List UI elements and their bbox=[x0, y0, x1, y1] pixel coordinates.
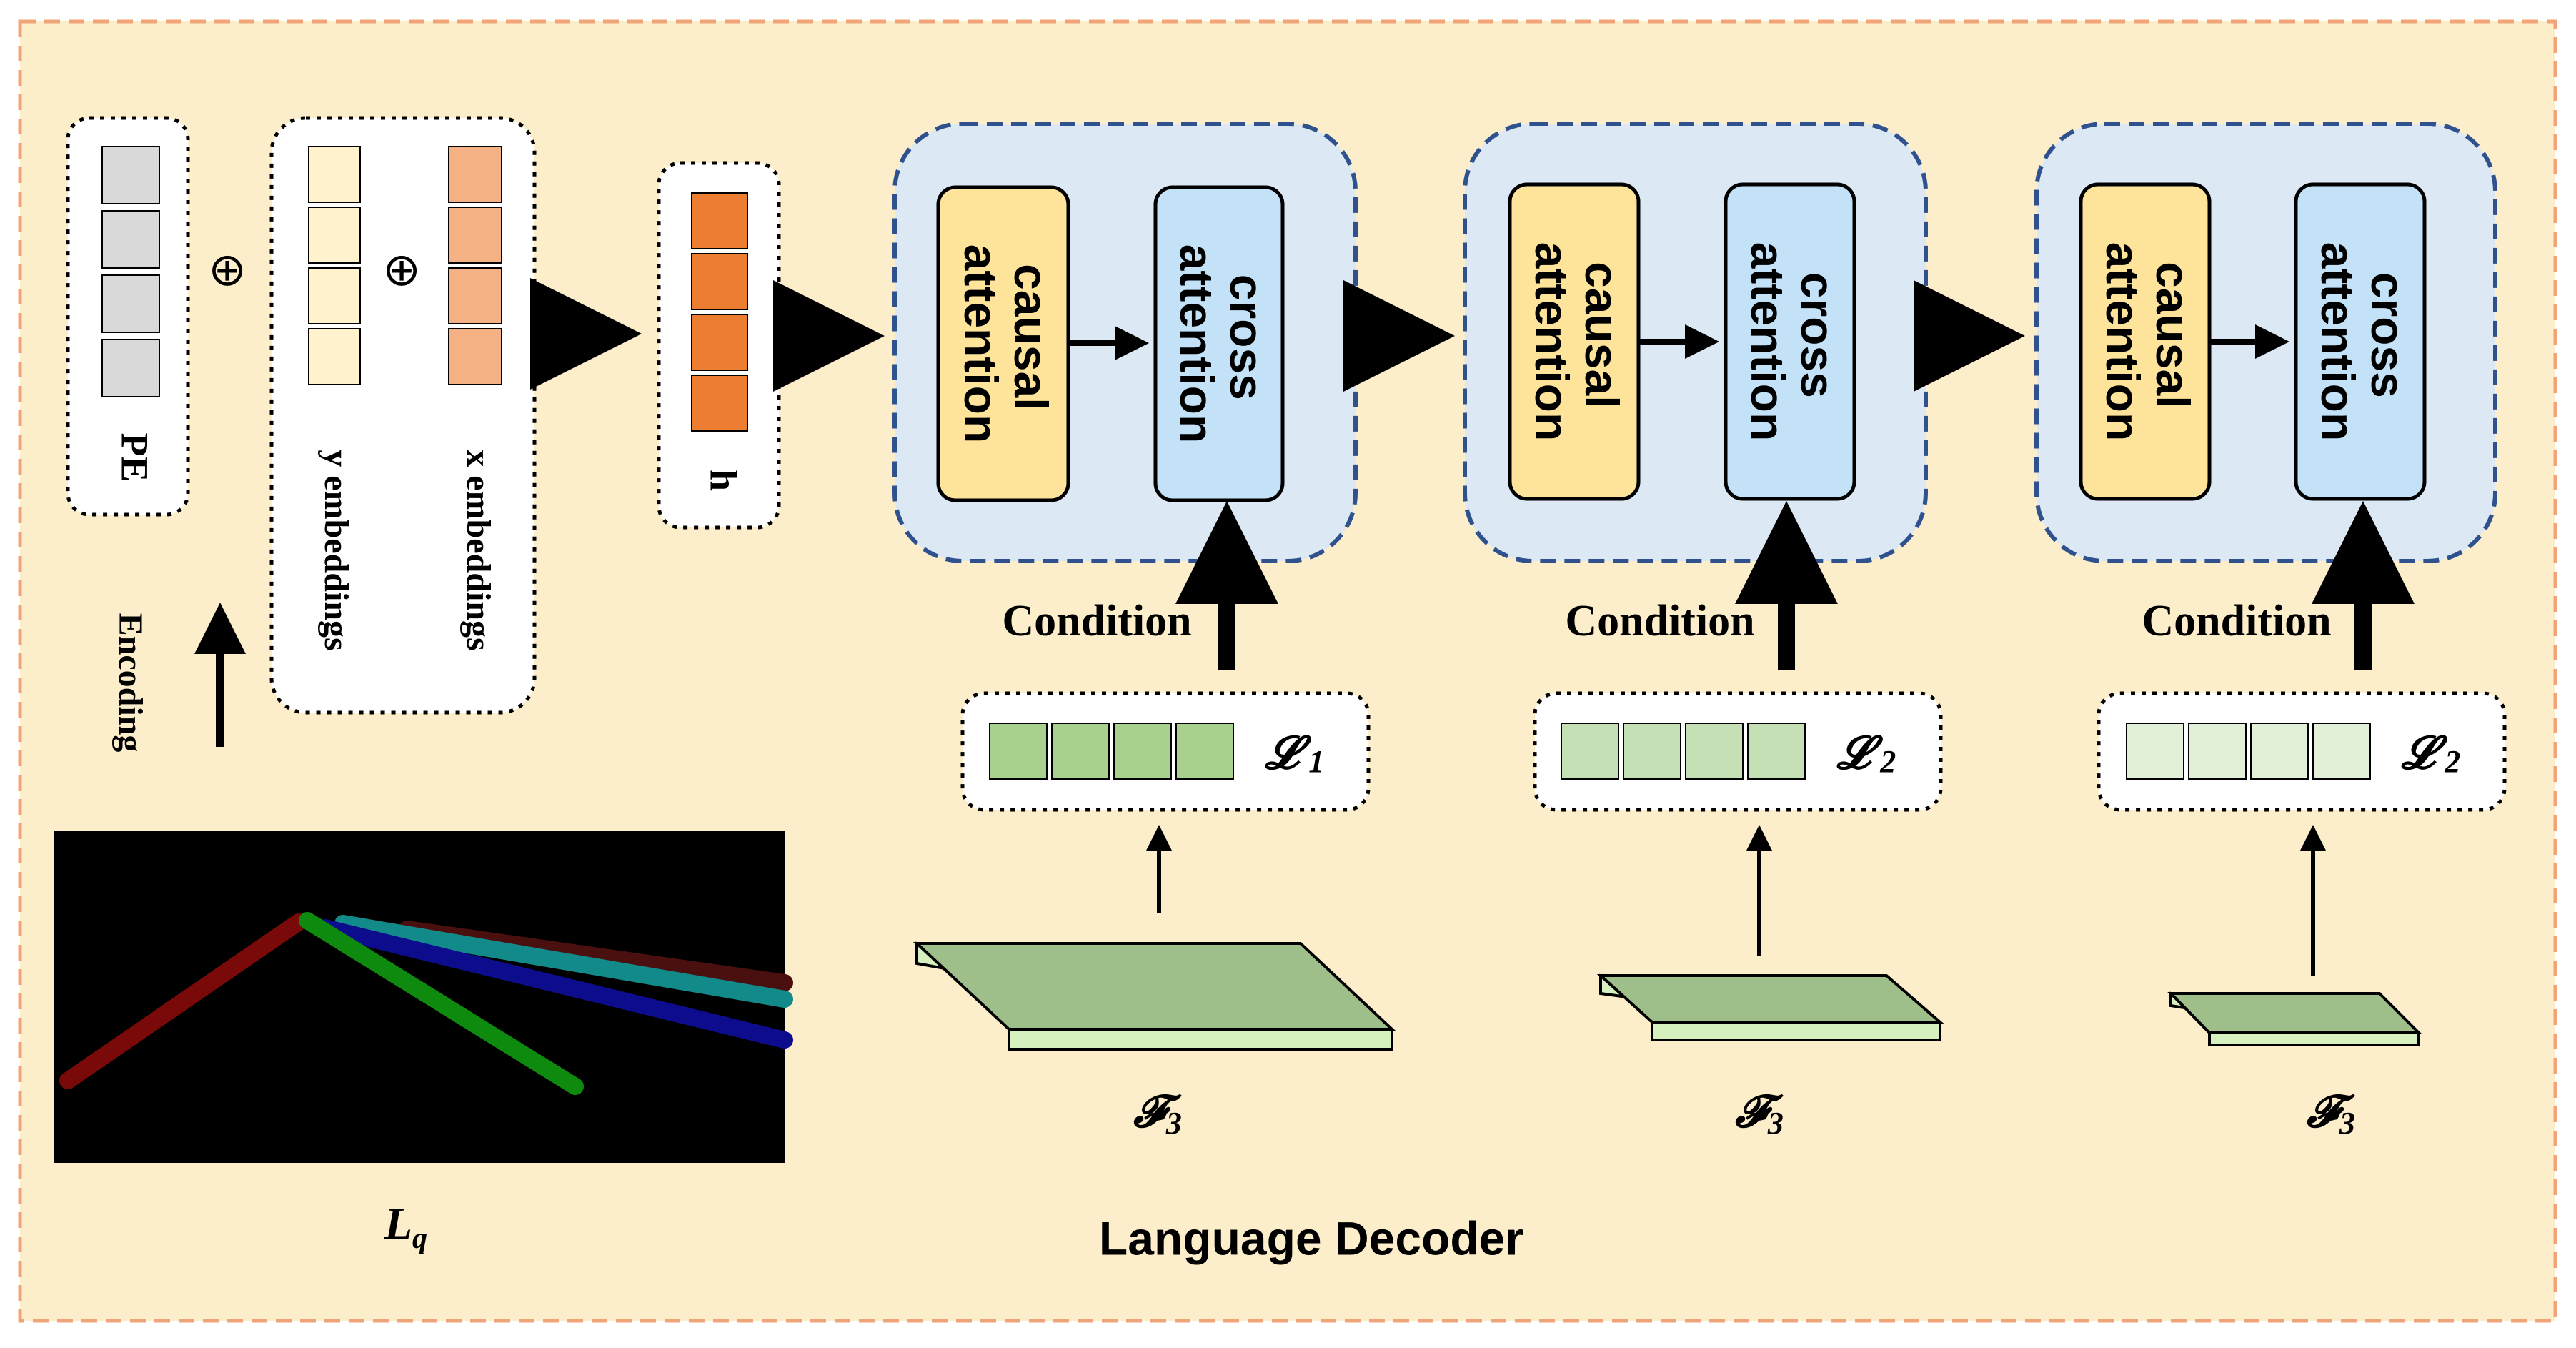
plane-top bbox=[2167, 992, 2422, 1034]
feature-cell bbox=[989, 723, 1048, 780]
lane-line-red bbox=[59, 913, 307, 1089]
cross-attention-label: cross attention bbox=[2312, 242, 2415, 442]
lane-line-green bbox=[299, 912, 584, 1095]
plane-front bbox=[2208, 1031, 2420, 1046]
pe-cell bbox=[101, 274, 160, 333]
x-embedding-cell bbox=[448, 328, 502, 385]
decoder-block-2: causal attention cross attention bbox=[1463, 122, 1928, 563]
cross-attention-box bbox=[1724, 182, 1856, 501]
feature-cell bbox=[2312, 723, 2371, 780]
x-embedding-cell bbox=[448, 146, 502, 203]
lane-lines-image bbox=[54, 831, 793, 1163]
y-embedding-cell bbox=[308, 146, 361, 203]
feature-plane-3 bbox=[2167, 991, 2422, 1047]
x-embedding-cell bbox=[448, 267, 502, 324]
decoder-block-1: causal attention cross attention bbox=[892, 122, 1358, 563]
pe-cell bbox=[101, 210, 160, 269]
h-label: h bbox=[702, 470, 745, 491]
h-group: h bbox=[657, 161, 781, 530]
pe-group: PE bbox=[66, 116, 190, 517]
causal-attention-label: causal attention bbox=[2097, 242, 2199, 442]
cross-attention-label: cross attention bbox=[1170, 244, 1273, 444]
encoding-label: Encoding bbox=[111, 613, 149, 753]
cross-attention-box bbox=[2294, 182, 2427, 501]
y-embedding-cell bbox=[308, 328, 361, 385]
x-embeddings-label: x embeddings bbox=[459, 450, 497, 650]
causal-attention-box bbox=[1508, 182, 1641, 501]
condition-label: Condition bbox=[1565, 597, 1754, 645]
feature-cell bbox=[1113, 723, 1172, 780]
causal-attention-box bbox=[936, 185, 1070, 502]
feature-cell bbox=[1685, 723, 1744, 780]
h-cell bbox=[691, 192, 748, 249]
y-embeddings-label: y embeddings bbox=[317, 450, 355, 650]
causal-attention-box bbox=[2079, 182, 2212, 501]
feature-cell bbox=[1623, 723, 1681, 780]
y-embedding-cell bbox=[308, 207, 361, 264]
condition-label: Condition bbox=[1002, 597, 1191, 645]
plus-symbol: ⊕ bbox=[208, 244, 247, 295]
pe-cell bbox=[101, 339, 160, 397]
condition-label: Condition bbox=[2142, 597, 2331, 645]
cross-attention-box bbox=[1153, 185, 1285, 502]
x-embedding-cell bbox=[448, 207, 502, 264]
plane-top bbox=[1596, 974, 1944, 1024]
feature-cell bbox=[2250, 723, 2309, 780]
causal-attention-label: causal attention bbox=[955, 244, 1058, 444]
y-embedding-cell bbox=[308, 267, 361, 324]
h-cell bbox=[691, 253, 748, 310]
embedding-box bbox=[269, 116, 537, 715]
pe-cell bbox=[101, 146, 160, 204]
diagram-title: Language Decoder bbox=[1099, 1211, 1523, 1264]
feature-plane-2 bbox=[1596, 973, 1944, 1042]
causal-attention-label: causal attention bbox=[1526, 242, 1628, 442]
feature-cell bbox=[1747, 723, 1806, 780]
feature-cell bbox=[1051, 723, 1110, 780]
decoder-block-3: causal attention cross attention bbox=[2034, 122, 2497, 563]
h-cell bbox=[691, 314, 748, 371]
embedding-group: ⊕ y embeddings x embeddings bbox=[269, 116, 537, 715]
feature-plane-1 bbox=[912, 941, 1396, 1051]
feature-cell bbox=[2126, 723, 2184, 780]
plane-top bbox=[912, 942, 1396, 1031]
feature-cell bbox=[1561, 723, 1619, 780]
plane-front bbox=[1008, 1028, 1393, 1051]
h-cell bbox=[691, 375, 748, 432]
lane-line-teal bbox=[334, 915, 793, 1008]
cross-attention-label: cross attention bbox=[1741, 242, 1844, 442]
plus-symbol: ⊕ bbox=[382, 244, 421, 295]
feature-cell bbox=[2188, 723, 2247, 780]
feature-cell bbox=[1175, 723, 1234, 780]
lq-label: Lq bbox=[384, 1198, 427, 1255]
plane-front bbox=[1651, 1021, 1941, 1041]
lane-line-blue bbox=[317, 919, 793, 1049]
pe-label: PE bbox=[114, 432, 156, 482]
